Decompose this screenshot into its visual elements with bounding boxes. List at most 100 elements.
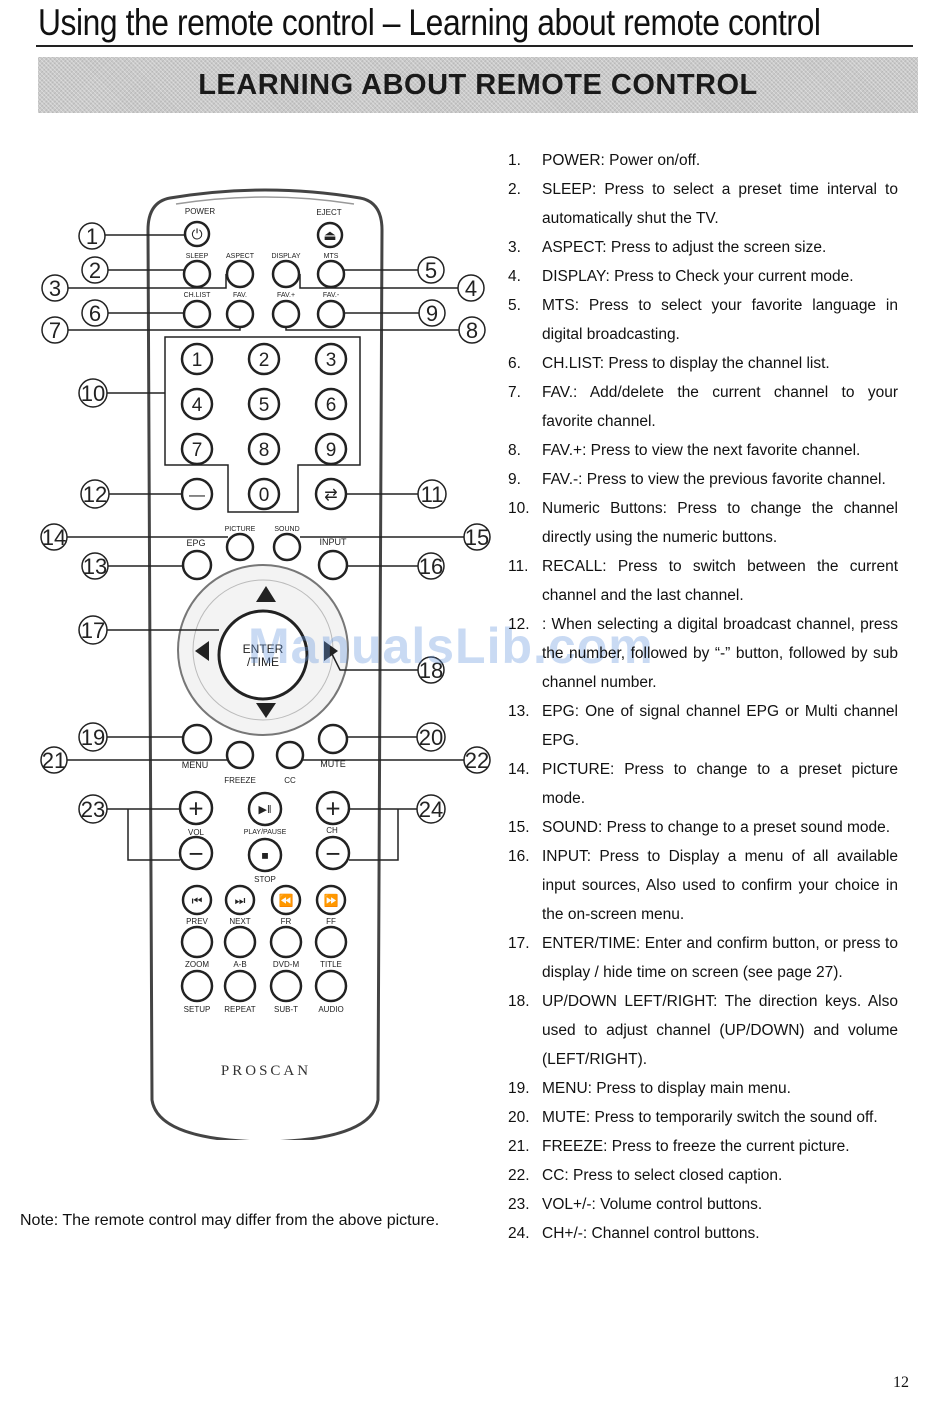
fr-label: FR	[281, 917, 292, 926]
list-item-number: 5.	[508, 297, 521, 314]
display-button[interactable]	[271, 259, 301, 289]
callout-line	[68, 274, 227, 289]
digit-8-label: 8	[259, 440, 270, 461]
list-item: 15.SOUND: Press to change to a preset so…	[508, 813, 898, 842]
digit-0-button[interactable]	[247, 477, 281, 511]
list-item-number: 7.	[508, 384, 521, 401]
cc-button[interactable]	[275, 740, 305, 770]
callout-circle	[78, 615, 108, 645]
ch-list-button[interactable]	[182, 299, 212, 329]
list-item-number: 14.	[508, 761, 530, 778]
callout-circle	[41, 274, 69, 302]
digit-3-label: 3	[326, 350, 337, 371]
list-item-text: SOUND: Press to change to a preset sound…	[542, 819, 891, 836]
enter-button	[217, 609, 309, 701]
list-item-number: 16.	[508, 848, 530, 865]
a-b-button[interactable]	[223, 925, 257, 959]
callout-circle	[418, 299, 446, 327]
left-arrow-icon	[195, 641, 209, 661]
list-item: 4.DISPLAY: Press to Check your current m…	[508, 262, 898, 291]
list-item-number: 21.	[508, 1138, 530, 1155]
callout-circle	[40, 523, 68, 551]
stop-button[interactable]	[247, 837, 283, 873]
list-item: 12.: When selecting a digital broadcast …	[508, 610, 898, 697]
input-label: INPUT	[320, 537, 348, 547]
sleep-button[interactable]	[182, 259, 212, 289]
repeat-button[interactable]	[223, 969, 257, 1003]
list-item-text: ENTER/TIME: Enter and confirm button, or…	[542, 935, 898, 981]
callout-number: 8	[466, 318, 478, 343]
fav-plus-button[interactable]	[271, 299, 301, 329]
prev-button[interactable]	[181, 884, 213, 916]
ch-up-button[interactable]	[315, 790, 351, 826]
list-item: 1.POWER: Power on/off.	[508, 146, 898, 175]
title-button[interactable]	[314, 925, 348, 959]
list-item-text: FAV.+: Press to view the next favorite c…	[542, 442, 861, 459]
digit-1-button[interactable]	[180, 342, 214, 376]
digit-4-button[interactable]	[180, 387, 214, 421]
list-item: 16.INPUT: Press to Display a menu of all…	[508, 842, 898, 929]
list-item: 22.CC: Press to select closed caption.	[508, 1161, 898, 1190]
power-button[interactable]	[183, 220, 211, 248]
picture-button[interactable]	[225, 532, 255, 562]
list-item-text: Numeric Buttons: Press to change the cha…	[542, 500, 898, 546]
list-item-text: DISPLAY: Press to Check your current mod…	[542, 268, 854, 285]
eject-button[interactable]	[316, 221, 344, 249]
ch-down-button-glyph: −	[325, 838, 340, 868]
audio-button[interactable]	[314, 969, 348, 1003]
digit-8-button[interactable]	[247, 432, 281, 466]
title-rule	[36, 45, 913, 47]
ch-up-button-glyph: +	[325, 793, 340, 823]
callout-number: 9	[426, 301, 438, 326]
epg-button[interactable]	[181, 549, 213, 581]
digit-9-button[interactable]	[314, 432, 348, 466]
digit-2-button[interactable]	[247, 342, 281, 376]
callout-number: 24	[419, 797, 443, 822]
menu-button[interactable]	[181, 723, 213, 755]
callout-number: 17	[81, 618, 105, 643]
ff-button[interactable]	[315, 884, 347, 916]
callout-number: 2	[89, 258, 101, 283]
vol-up-button[interactable]	[178, 790, 214, 826]
freeze-button[interactable]	[225, 740, 255, 770]
fr-button[interactable]	[270, 884, 302, 916]
fav-minus-label: FAV.-	[323, 292, 340, 299]
aspect-button[interactable]	[225, 259, 255, 289]
setup-button[interactable]	[180, 969, 214, 1003]
digit-7-button[interactable]	[180, 432, 214, 466]
list-item: 2.SLEEP: Press to select a preset time i…	[508, 175, 898, 233]
cc-label: CC	[284, 776, 296, 785]
digit-2-label: 2	[259, 350, 270, 371]
mts-button[interactable]	[316, 259, 346, 289]
callout-circle	[41, 316, 69, 344]
callout-number: 1	[86, 224, 98, 249]
list-item: 8.FAV.+: Press to view the next favorite…	[508, 436, 898, 465]
dvd-m-button[interactable]	[269, 925, 303, 959]
digit-6-button[interactable]	[314, 387, 348, 421]
input-button[interactable]	[317, 549, 349, 581]
stop-label: STOP	[254, 875, 276, 884]
zoom-button[interactable]	[180, 925, 214, 959]
ch-down-button[interactable]	[315, 835, 351, 871]
vol-down-button[interactable]	[178, 835, 214, 871]
digit-5-button[interactable]	[247, 387, 281, 421]
next-button[interactable]	[224, 884, 256, 916]
digit-3-button[interactable]	[314, 342, 348, 376]
digit-6-label: 6	[326, 395, 337, 416]
digit-9-label: 9	[326, 440, 337, 461]
play-pause-button[interactable]	[247, 791, 283, 827]
eject-button-glyph: ⏏	[323, 227, 336, 243]
list-item-number: 3.	[508, 239, 521, 256]
fav-minus-button[interactable]	[316, 299, 346, 329]
callout-number: 3	[49, 276, 61, 301]
mute-button[interactable]	[317, 723, 349, 755]
callout-circle	[78, 794, 108, 824]
sound-button[interactable]	[272, 532, 302, 562]
callout-number: 21	[42, 748, 66, 773]
note-text: Note: The remote control may differ from…	[20, 1212, 440, 1229]
list-item: 13.EPG: One of signal channel EPG or Mul…	[508, 697, 898, 755]
fav-button[interactable]	[225, 299, 255, 329]
sub-t-button[interactable]	[269, 969, 303, 1003]
audio-label: AUDIO	[318, 1005, 343, 1014]
